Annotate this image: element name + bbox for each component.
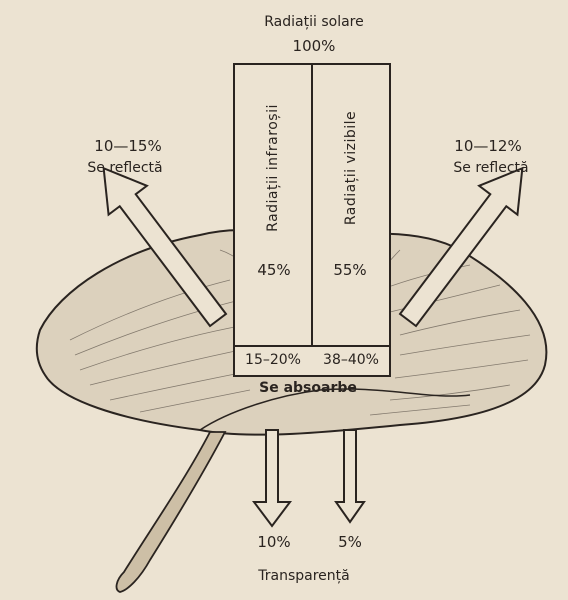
transmit-arrow-left — [254, 430, 290, 526]
reflect-left-percent: 10—15% — [78, 138, 178, 154]
transmit-arrow-right — [336, 430, 364, 522]
transmit-left-percent: 10% — [252, 534, 296, 550]
total-percent: 100% — [270, 38, 358, 54]
visible-label: Radiații vizibile — [343, 111, 359, 225]
transmit-label: Transparență — [244, 568, 364, 584]
infrared-absorbed: 15–20% — [236, 352, 310, 368]
visible-percent: 55% — [322, 262, 378, 278]
infrared-label: Radiații infraroșii — [265, 104, 281, 232]
reflect-right-percent: 10—12% — [438, 138, 538, 154]
absorbed-label: Se absoarbe — [248, 380, 368, 396]
title-label: Radiații solare — [250, 14, 378, 30]
transmit-right-percent: 5% — [330, 534, 370, 550]
leaf-stem — [117, 432, 225, 592]
reflect-right-label: Se reflectă — [436, 160, 546, 176]
visible-absorbed: 38–40% — [314, 352, 388, 368]
reflect-left-label: Se reflectă — [70, 160, 180, 176]
infrared-percent: 45% — [246, 262, 302, 278]
